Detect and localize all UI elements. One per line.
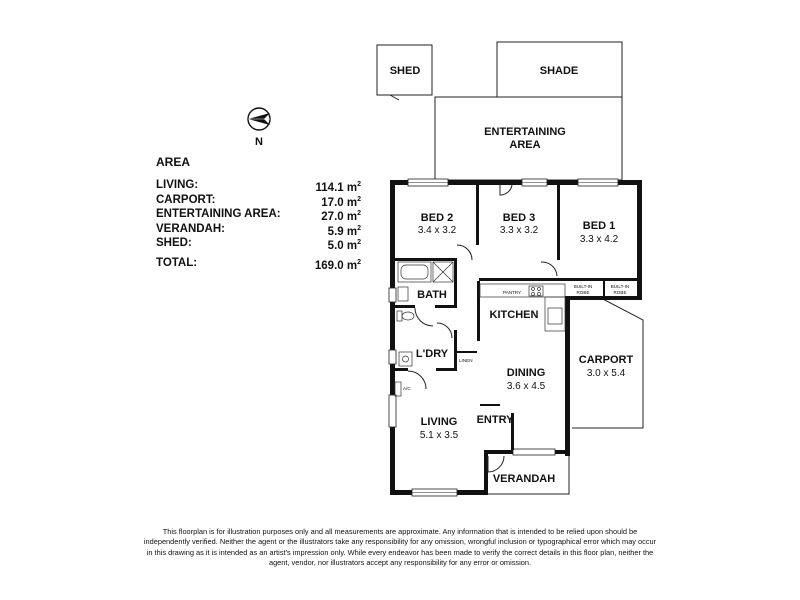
shade-label: SHADE bbox=[540, 65, 579, 77]
verandah: VERANDAH bbox=[484, 451, 570, 495]
verandah-label: VERANDAH bbox=[493, 473, 555, 485]
dining-dims: 3.6 x 4.5 bbox=[507, 381, 546, 392]
bed2-dims: 3.4 x 3.2 bbox=[418, 225, 457, 236]
entertaining-label-line2: AREA bbox=[509, 139, 540, 151]
room-labels: BED 2 3.4 x 3.2 BED 3 3.3 x 3.2 BED 1 3.… bbox=[416, 212, 619, 441]
carport-dims: 3.0 x 5.4 bbox=[587, 368, 626, 379]
fixture-labels: PANTRY BUILT-IN ROBE BUILT-IN ROBE LINEN… bbox=[403, 284, 629, 391]
living-label: LIVING bbox=[421, 416, 458, 428]
interior-walls bbox=[395, 185, 637, 450]
carport: CARPORT 3.0 x 5.4 bbox=[572, 296, 644, 429]
living-dims: 5.1 x 3.5 bbox=[420, 430, 459, 441]
area-schedule: AREA LIVING: 114.1 m2 CARPORT: 17.0 m2 E… bbox=[156, 155, 361, 272]
robe2-label-line1: BUILT-IN bbox=[611, 284, 630, 289]
robe1-label-line2: ROBE bbox=[576, 290, 589, 295]
compass: N bbox=[247, 107, 271, 148]
area-value: 5.0 m2 bbox=[327, 239, 361, 253]
area-row-entertaining: ENTERTAINING AREA: 27.0 m2 bbox=[156, 207, 361, 224]
compass-north-label: N bbox=[255, 136, 263, 148]
area-value: 17.0 m2 bbox=[321, 195, 361, 209]
bed1-label: BED 1 bbox=[583, 220, 615, 232]
bed2-label: BED 2 bbox=[421, 212, 453, 224]
carport-label: CARPORT bbox=[579, 354, 634, 366]
linen-label: LINEN bbox=[459, 358, 473, 363]
shade: SHADE bbox=[496, 41, 623, 98]
shed-label: SHED bbox=[390, 65, 421, 77]
disclaimer-text: This floorplan is for illustration purpo… bbox=[143, 527, 657, 567]
entertaining-label-line1: ENTERTAINING bbox=[484, 126, 566, 138]
bed1-dims: 3.3 x 4.2 bbox=[580, 234, 619, 245]
bath-label: BATH bbox=[417, 289, 447, 301]
bed3-label: BED 3 bbox=[503, 212, 535, 224]
robe1-label-line1: BUILT-IN bbox=[574, 284, 593, 289]
area-value: 114.1 m2 bbox=[315, 181, 361, 194]
ac-label: A/C bbox=[403, 386, 411, 391]
doors bbox=[407, 184, 558, 473]
area-row-total: TOTAL: 169.0 m2 bbox=[156, 256, 361, 272]
robe2-label-line2: ROBE bbox=[613, 290, 626, 295]
fixtures bbox=[394, 261, 566, 406]
area-row-shed: SHED: 5.0 m2 bbox=[156, 236, 361, 253]
area-label: CARPORT: bbox=[156, 193, 216, 206]
area-label: ENTERTAINING AREA: bbox=[156, 208, 281, 221]
area-heading: AREA bbox=[156, 155, 191, 169]
bed3-dims: 3.3 x 3.2 bbox=[500, 225, 539, 236]
area-label: VERANDAH: bbox=[156, 222, 225, 235]
area-label: LIVING: bbox=[156, 179, 199, 191]
pantry-label: PANTRY bbox=[503, 290, 521, 295]
kitchen-label: KITCHEN bbox=[490, 309, 539, 321]
area-row-carport: CARPORT: 17.0 m2 bbox=[156, 193, 361, 209]
area-value: 27.0 m2 bbox=[321, 210, 361, 224]
compass-icon bbox=[247, 107, 271, 131]
laundry-label: L'DRY bbox=[416, 348, 449, 360]
area-value: 5.9 m2 bbox=[327, 224, 361, 238]
area-label: SHED: bbox=[156, 237, 192, 250]
area-total-label: TOTAL: bbox=[156, 256, 198, 269]
entertaining-area: ENTERTAINING AREA bbox=[434, 96, 623, 181]
shed: SHED bbox=[376, 44, 433, 101]
dining-label: DINING bbox=[507, 367, 546, 379]
area-total-value: 169.0 m2 bbox=[314, 258, 361, 272]
entry-label: ENTRY bbox=[477, 414, 515, 426]
area-row-verandah: VERANDAH: 5.9 m2 bbox=[156, 222, 361, 238]
windows bbox=[388, 178, 619, 497]
area-row-living: LIVING: 114.1 m2 bbox=[156, 178, 361, 194]
